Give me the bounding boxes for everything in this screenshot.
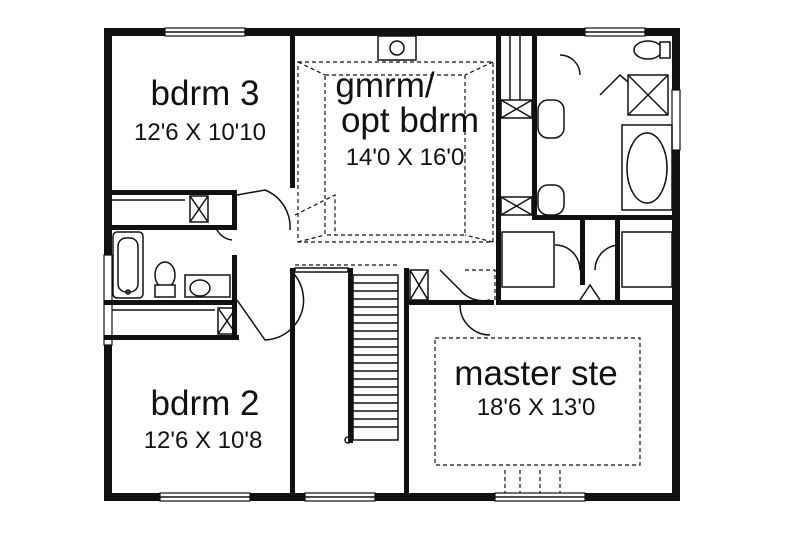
master-bath-fixtures (501, 40, 673, 288)
staircase (294, 267, 399, 444)
hall-dashed (294, 194, 496, 300)
gmrm-name-line1: gmrm/ (335, 66, 434, 105)
bdrm3-dims: 12'6 X 10'10 (134, 119, 266, 146)
bdrm3-name: bdrm 3 (151, 74, 260, 113)
gmrm-name-line2: opt bdrm (341, 101, 479, 140)
doors (214, 54, 621, 341)
bdrm2-name: bdrm 2 (151, 384, 260, 423)
gmrm-dims: 14'0 X 16'0 (346, 144, 465, 171)
gameroom-dashed (297, 35, 494, 243)
right-closets (409, 36, 565, 301)
bdrm2-dims: 12'6 X 10'8 (144, 427, 263, 454)
master-dims: 18'6 X 13'0 (477, 394, 596, 421)
left-bath-fixtures (112, 195, 237, 335)
master-tray (434, 337, 641, 493)
interior-walls (104, 28, 677, 500)
master-name: master ste (454, 354, 617, 393)
